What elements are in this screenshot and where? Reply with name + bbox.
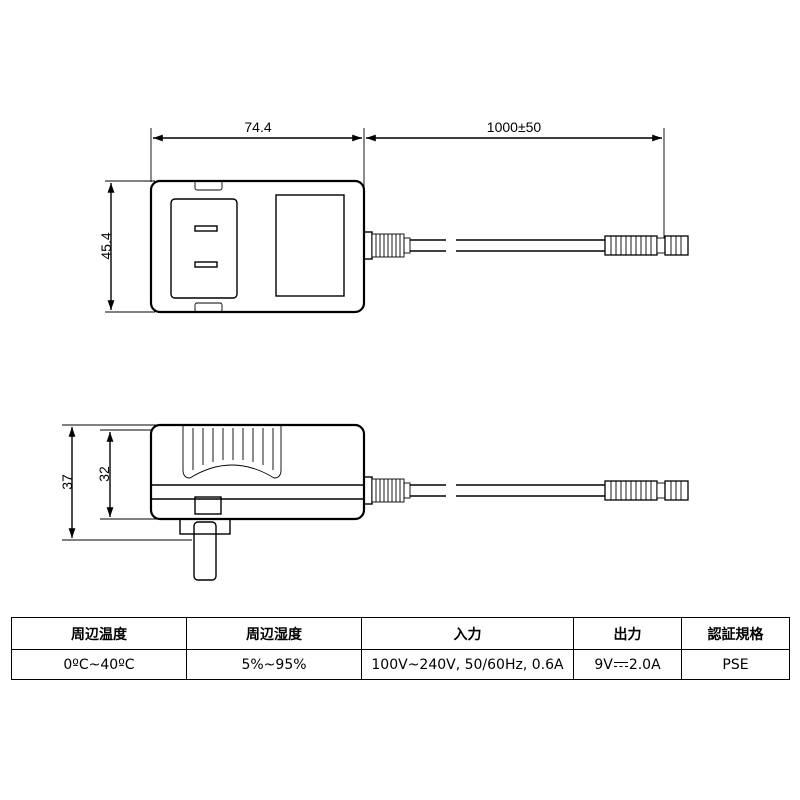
ventilation-ribs	[182, 425, 282, 479]
adapter-body-top	[149, 179, 366, 314]
value-humidity: 5%~95%	[186, 649, 362, 680]
header-output: 出力	[573, 617, 682, 650]
spec-table: 周辺温度 周辺湿度 入力 出力 認証規格 0ºC~40ºC 5%~95% 100…	[11, 617, 790, 680]
body-height-dimension-label: 32	[96, 466, 112, 482]
value-certification: PSE	[681, 649, 790, 680]
label-area	[275, 194, 345, 297]
width-dimension-label: 74.4	[244, 119, 271, 135]
value-output: 9V 2.0A	[573, 649, 682, 680]
value-input: 100V~240V, 50/60Hz, 0.6A	[361, 649, 574, 680]
side-view: 37 32	[59, 423, 689, 581]
total-height-dimension-label: 37	[59, 474, 75, 490]
dc-symbol-icon	[613, 660, 628, 670]
header-humidity: 周辺湿度	[186, 617, 362, 650]
adapter-body-side	[149, 423, 366, 521]
plug-recess	[170, 198, 238, 299]
depth-dimension-label: 45.4	[98, 232, 114, 259]
technical-drawing: 74.4 1000±50 45.4	[59, 119, 689, 581]
header-certification: 認証規格	[681, 617, 790, 650]
header-input: 入力	[361, 617, 574, 650]
output-voltage: 9V	[594, 656, 613, 673]
dc-connector-top	[604, 235, 689, 256]
plug-prong	[193, 521, 217, 581]
value-temperature: 0ºC~40ºC	[11, 649, 187, 680]
output-current: 2.0A	[628, 656, 661, 673]
cable-length-dimension-label: 1000±50	[487, 119, 542, 135]
dc-connector-side	[604, 480, 689, 501]
spec-table-value-row: 0ºC~40ºC 5%~95% 100V~240V, 50/60Hz, 0.6A…	[11, 649, 790, 680]
spec-table-header-row: 周辺温度 周辺湿度 入力 出力 認証規格	[11, 617, 790, 650]
header-temperature: 周辺温度	[11, 617, 187, 650]
top-view: 74.4 1000±50 45.4	[98, 119, 689, 314]
